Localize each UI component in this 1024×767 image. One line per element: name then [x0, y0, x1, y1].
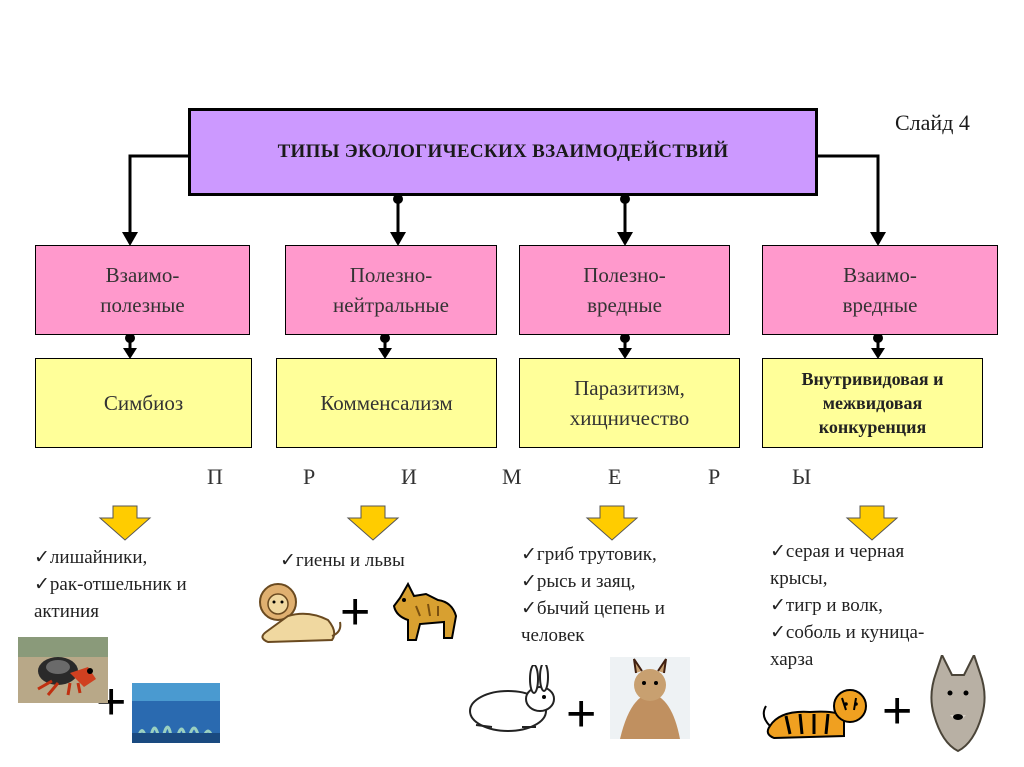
plus-sign: +: [566, 685, 597, 743]
example-item: ✓соболь и куница-: [770, 622, 925, 643]
interaction-label: Паразитизм,: [574, 376, 685, 400]
type-line: вредные: [587, 293, 662, 317]
type-box-competitive: Взаимо- вредные: [762, 245, 998, 335]
examples-competition: ✓серая и черная крысы, ✓тигр и волк, ✓со…: [770, 538, 924, 673]
interaction-parasitism: Паразитизм, хищничество: [519, 358, 740, 448]
type-line: Взаимо-: [105, 263, 180, 287]
example-item: ✓серая и черная: [770, 541, 905, 562]
examples-letter: Е: [608, 464, 622, 489]
interaction-symbiosis: Симбиоз: [35, 358, 252, 448]
examples-mutualism: ✓лишайники, ✓рак-отшельник и актиния: [34, 544, 187, 625]
example-item: ✓тигр и волк,: [770, 595, 883, 616]
example-item: человек: [521, 625, 585, 646]
interaction-label: межвидовая: [822, 393, 923, 413]
interaction-label: Внутривидовая и: [801, 369, 944, 389]
interaction-commensalism: Комменсализм: [276, 358, 497, 448]
examples-letter: П: [207, 464, 223, 489]
example-item: ✓гиены и львы: [280, 550, 405, 571]
diagram-title-text: ТИПЫ ЭКОЛОГИЧЕСКИХ ВЗАИМОДЕЙСТВИЙ: [277, 141, 729, 162]
example-item: ✓бычий цепень и: [521, 598, 665, 619]
type-line: Полезно-: [583, 263, 666, 287]
examples-letter: И: [401, 464, 417, 489]
examples-parasitism: ✓гриб трутовик, ✓рысь и заяц, ✓бычий цеп…: [521, 541, 665, 649]
tiger-image: [762, 689, 867, 740]
down-arrow-2: [346, 505, 400, 541]
example-item: ✓рак-отшельник и: [34, 574, 187, 595]
type-box-parasitic: Полезно- вредные: [519, 245, 730, 335]
examples-letter: Р: [303, 464, 316, 489]
wolf-image: [930, 655, 986, 753]
example-item: ✓рысь и заяц,: [521, 571, 636, 592]
example-item: ✓лишайники,: [34, 547, 148, 568]
type-line: полезные: [100, 293, 185, 317]
examples-commensalism: ✓гиены и львы: [280, 547, 405, 574]
plus-sign: +: [882, 682, 913, 740]
hyena-image: [392, 581, 458, 641]
lion-image: [259, 583, 342, 644]
interaction-label: конкуренция: [818, 417, 927, 437]
type-box-mutualistic: Взаимо- полезные: [35, 245, 250, 335]
type-box-commensal: Полезно- нейтральные: [285, 245, 497, 335]
example-item: актиния: [34, 601, 99, 622]
down-arrow-3: [585, 505, 639, 541]
hermit-crab-image: [18, 637, 108, 703]
examples-letter: Ы: [792, 464, 812, 489]
interaction-label: Комменсализм: [320, 391, 453, 415]
examples-letter: Р: [708, 464, 721, 489]
example-item: ✓гриб трутовик,: [521, 544, 657, 565]
plus-sign: +: [340, 583, 371, 641]
examples-letter: М: [502, 464, 522, 489]
interaction-competition: Внутривидовая и межвидовая конкуренция: [762, 358, 983, 448]
slide-number: Слайд 4: [895, 110, 970, 135]
diagram-title: ТИПЫ ЭКОЛОГИЧЕСКИХ ВЗАИМОДЕЙСТВИЙ: [188, 108, 818, 196]
type-line: Взаимо-: [843, 263, 917, 287]
sea-anemone-image: [132, 683, 220, 743]
connector-right: [818, 154, 880, 238]
down-arrow-1: [98, 505, 152, 541]
down-arrow-4: [845, 505, 899, 541]
example-item: харза: [770, 649, 814, 670]
connector-left: [128, 154, 188, 238]
type-line: Полезно-: [349, 263, 433, 287]
interaction-label: Симбиоз: [103, 391, 184, 415]
lynx-image: [610, 657, 690, 739]
type-line: нейтральные: [333, 293, 449, 317]
rabbit-image: [469, 665, 555, 732]
interaction-label: хищничество: [569, 406, 690, 430]
example-item: крысы,: [770, 568, 828, 589]
type-line: вредные: [842, 293, 918, 317]
